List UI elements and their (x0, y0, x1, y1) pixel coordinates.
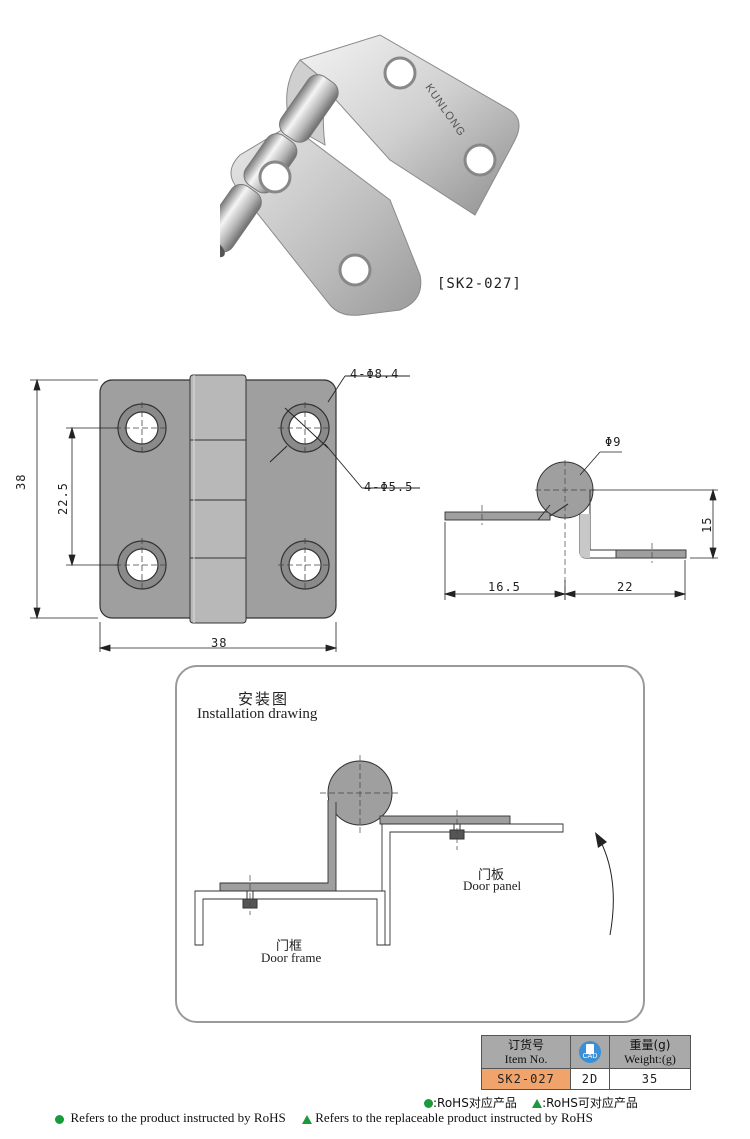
height-dim: 38 (14, 473, 28, 490)
legend-en: Refers to the product instructed by RoHS… (55, 1110, 593, 1126)
cad-icon: CAD (579, 1041, 601, 1063)
product-code-label: [SK2-027] (437, 276, 522, 292)
hole-pitch-dim: 22.5 (56, 482, 70, 515)
installation-drawing (194, 755, 614, 946)
legend-cn: :RoHS对应产品 :RoHS可对应产品 (424, 1094, 638, 1111)
installation-panel (175, 665, 645, 1023)
rohs-dot-icon-en (55, 1114, 64, 1124)
width-dim: 38 (211, 636, 228, 650)
door-panel-cn: 门板 (478, 868, 505, 883)
offset-dim: 15 (700, 516, 714, 533)
weight-value: 35 (609, 1068, 691, 1090)
item-no-value: SK2-027 (481, 1068, 571, 1090)
rohs-triangle-icon-en (301, 1114, 312, 1124)
door-panel-en: Door panel (463, 878, 522, 893)
pin-dia-dim: Φ9 (605, 435, 622, 449)
left-len-dim: 16.5 (488, 580, 521, 594)
install-title-cn: 安装图 (238, 690, 290, 708)
right-len-dim: 22 (617, 580, 634, 594)
cad-value: 2D (570, 1068, 610, 1090)
spec-table: 订货号 Item No. CAD 重量(g) Weight:(g) SK2-02… (481, 1035, 691, 1090)
weight-header: 重量(g) Weight:(g) (609, 1035, 691, 1069)
hole-outer-dim: 4-Φ8.4 (350, 367, 400, 381)
product-photo: KUNLONG (220, 34, 520, 316)
door-frame-en: Door frame (261, 950, 322, 965)
rohs-dot-icon (424, 1099, 433, 1108)
hole-inner-dim: 4-Φ5.5 (364, 480, 414, 494)
front-view-drawing (30, 374, 420, 652)
rohs-triangle-icon (532, 1099, 543, 1108)
cad-header: CAD (570, 1035, 610, 1069)
item-no-header: 订货号 Item No. (481, 1035, 571, 1069)
door-frame-cn: 门框 (276, 939, 303, 954)
side-view-drawing (443, 451, 718, 600)
install-title-en: Installation drawing (197, 706, 318, 722)
